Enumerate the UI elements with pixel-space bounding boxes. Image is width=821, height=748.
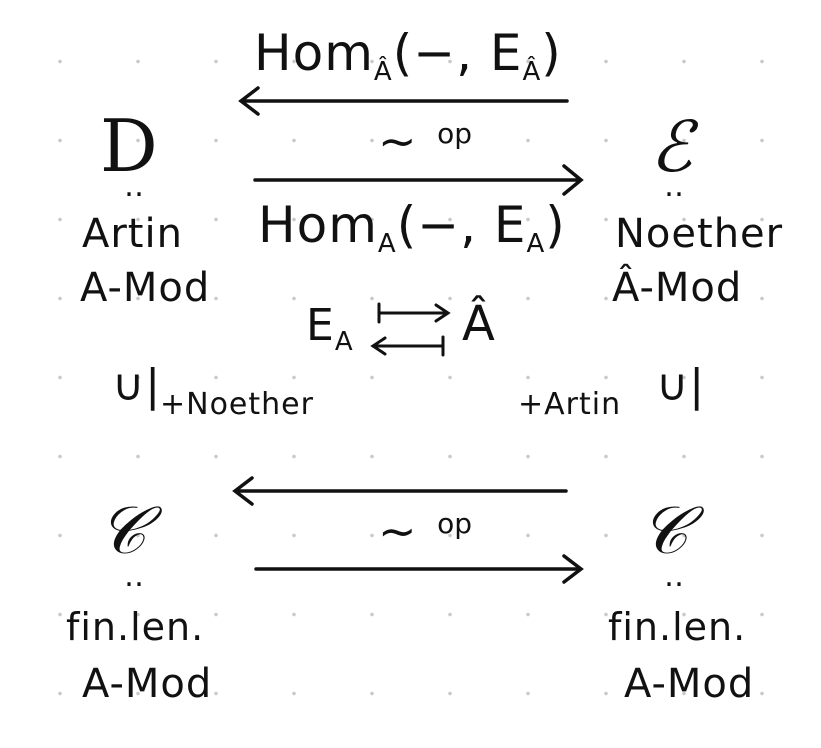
inclusion-right-symbol: ∪|: [656, 360, 706, 411]
equivalence-symbol: ∼: [378, 504, 417, 558]
inclusion-right-label: +Artin: [518, 387, 622, 422]
arrow-top-left: [238, 86, 569, 116]
hom-close: ): [545, 196, 566, 254]
object-e-line1: Noether: [615, 211, 784, 257]
hom-text: Hom: [254, 24, 374, 82]
object-c-left-line1: fin.len.: [66, 605, 205, 649]
op-superscript: op: [437, 117, 473, 150]
ea-letter: E: [306, 300, 335, 351]
ea-subscript: A: [334, 327, 354, 357]
hom-args-subscript: Â: [522, 57, 542, 87]
ea-label: EA: [306, 304, 354, 357]
op-superscript: op: [437, 507, 473, 540]
hom-close: ): [541, 24, 562, 82]
object-e-line2: Â-Mod: [612, 265, 743, 311]
hom-subscript: Â: [373, 57, 393, 87]
such-that-dots: ‥: [664, 559, 691, 594]
map-ea-to-ahat: [377, 302, 451, 324]
object-c-right-line1: fin.len.: [608, 605, 747, 649]
inclusion-left-symbol: ∪|: [112, 360, 162, 411]
object-d-line2: A-Mod: [80, 265, 211, 311]
object-c-left-symbol: 𝒞: [98, 492, 147, 569]
such-that-dots: ‥: [664, 169, 691, 204]
such-that-dots: ‥: [124, 559, 151, 594]
arrow-top-right: [253, 164, 584, 196]
bottom-equiv-label: ∼ op: [378, 508, 472, 554]
ahat-label: Â: [462, 296, 496, 352]
object-c-right-line2: A-Mod: [624, 661, 755, 707]
hom-args: (−, E: [392, 24, 523, 82]
hom-args-subscript: A: [526, 229, 546, 259]
arrow-bottom-right: [254, 554, 584, 584]
equivalence-symbol: ∼: [378, 114, 417, 168]
object-e-symbol: ℰ: [650, 106, 693, 188]
top-equiv-label: ∼ op: [378, 118, 472, 164]
arrow-bottom-left: [232, 476, 568, 506]
object-d-symbol: D: [100, 104, 158, 188]
inclusion-left-label: +Noether: [160, 387, 314, 422]
map-ahat-to-ea: [370, 335, 445, 357]
top-right-arrow-label: HomA(−, EA): [258, 200, 566, 257]
object-d-line1: Artin: [82, 211, 183, 257]
object-c-right-symbol: 𝒞: [640, 492, 689, 569]
top-left-arrow-label: HomÂ(−, EÂ): [254, 28, 562, 85]
hom-subscript: A: [377, 229, 397, 259]
hom-args: (−, E: [396, 196, 527, 254]
hom-text: Hom: [258, 196, 378, 254]
object-c-left-line2: A-Mod: [82, 661, 213, 707]
such-that-dots: ‥: [124, 169, 151, 204]
